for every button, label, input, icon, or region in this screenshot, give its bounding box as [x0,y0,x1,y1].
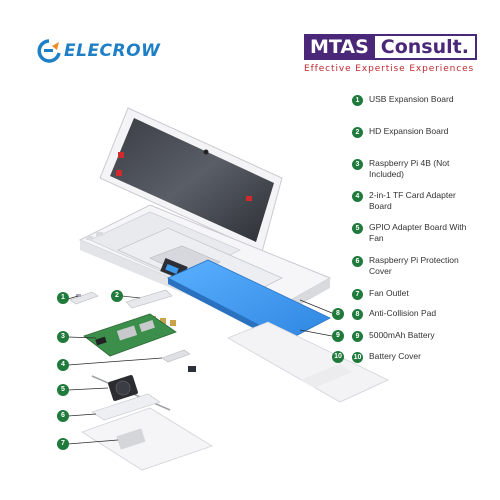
callout-badge: 3 [57,331,69,343]
mtas-tagline: Effective Expertise Experiences [304,64,475,74]
legend-item: 1 USB Expansion Board [352,94,479,106]
elecrow-wordmark: ELECROW [64,41,161,61]
legend-badge: 6 [352,256,363,267]
mtas-logo: MTAS Consult. Effective Expertise Experi… [304,34,477,74]
legend-label: GPIO Adapter Board With Fan [369,222,467,243]
legend-badge: 8 [352,309,363,320]
legend-label: USB Expansion Board [369,94,454,104]
callout-badge: 1 [57,292,69,304]
callout-badge: 10 [332,351,344,363]
raspberry-pi-board [83,313,177,357]
legend-item: 3 Raspberry Pi 4B (Not Included) [352,158,479,180]
webcam-icon [203,149,209,155]
legend-badge: 3 [352,159,363,170]
elecrow-logo: ELECROW [36,38,160,64]
elecrow-mark-icon [37,39,61,63]
gpio-adapter-fan [91,374,171,411]
legend-badge: 5 [352,223,363,234]
callout-badge: 9 [332,330,344,342]
legend-label: Raspberry Pi Protection Cover [369,255,459,276]
callout-badge: 5 [57,384,69,396]
callout-badge: 8 [332,308,344,320]
legend-badge: 9 [352,331,363,342]
legend-badge: 2 [352,127,363,138]
consult-wordmark: Consult. [374,34,477,60]
legend-label: Battery Cover [369,351,421,361]
legend-label: Fan Outlet [369,288,409,298]
desktop-icon [246,196,252,201]
legend-label: Anti-Collision Pad [369,308,437,318]
legend-label: 5000mAh Battery [369,330,435,340]
tf-card-adapter [161,349,196,372]
legend-label: 2-in-1 TF Card Adapter Board [369,190,456,211]
legend-badge: 10 [352,352,363,363]
legend-item: 5 GPIO Adapter Board With Fan [352,222,479,244]
desktop-icon [118,152,124,158]
pi-protection-cover [91,393,161,421]
legend-label: Raspberry Pi 4B (Not Included) [369,158,450,179]
legend-badge: 1 [352,95,363,106]
legend-item: 7 Fan Outlet [352,288,479,300]
legend-item: 8 Anti-Collision Pad [352,308,479,320]
mtas-wordmark: MTAS [304,34,375,60]
legend-label: HD Expansion Board [369,126,449,136]
legend-item: 4 2-in-1 TF Card Adapter Board [352,190,479,212]
callout-badge: 7 [57,438,69,450]
legend-badge: 4 [352,191,363,202]
fan-outlet-plate [81,407,213,471]
legend-item: 2 HD Expansion Board [352,126,479,138]
callout-badge: 2 [111,290,123,302]
legend-item: 10 Battery Cover [352,351,479,363]
usb-expansion-board [69,291,99,305]
legend-item: 9 5000mAh Battery [352,330,479,342]
legend-item: 6 Raspberry Pi Protection Cover [352,255,479,277]
callout-badge: 4 [57,359,69,371]
legend-badge: 7 [352,289,363,300]
callout-badge: 6 [57,410,69,422]
desktop-icon [116,170,122,176]
